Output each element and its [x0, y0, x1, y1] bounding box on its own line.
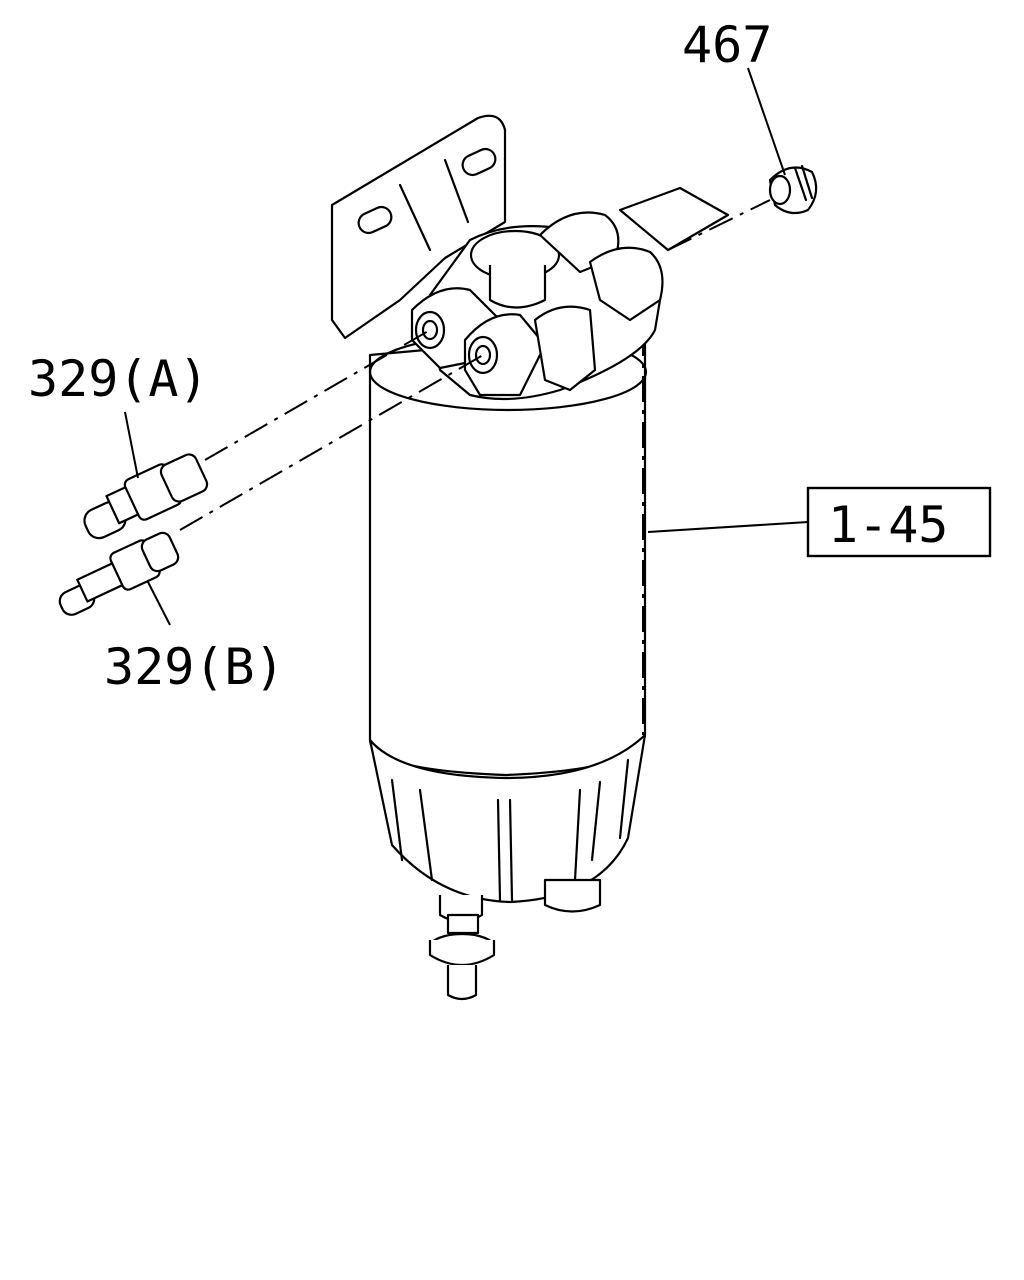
filter-head [410, 186, 730, 401]
assembly-lines [179, 199, 771, 531]
part-467-plug [768, 164, 818, 215]
part-329a-fitting [83, 453, 209, 540]
callout-329b: 329(B) [104, 638, 285, 696]
mounting-bracket [330, 114, 507, 340]
callout-329a: 329(A) [28, 350, 209, 408]
drain-cup [368, 733, 647, 904]
reference-box-label: 1-45 [828, 496, 948, 554]
drain-plug [428, 878, 602, 1001]
leader-lines [124, 67, 809, 626]
part-329b-fitting [58, 531, 180, 616]
callout-467: 467 [682, 16, 772, 74]
reference-box: 1-45 [806, 486, 992, 558]
